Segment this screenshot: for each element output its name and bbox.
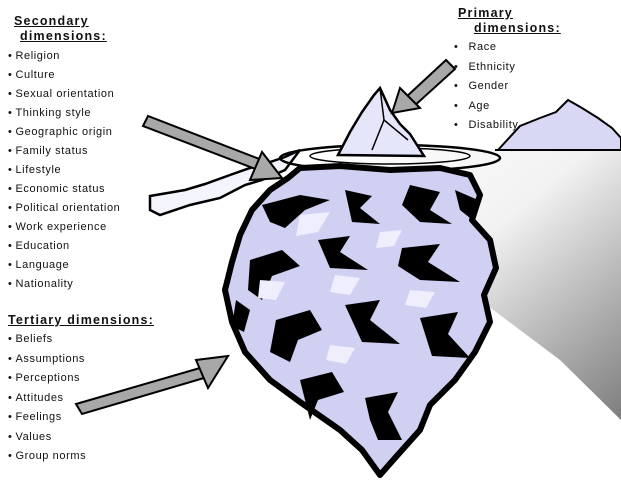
- list-item: Age: [454, 97, 561, 117]
- tertiary-dimensions-list: Beliefs Assumptions Perceptions Attitude…: [8, 330, 154, 467]
- list-item: Work experience: [8, 218, 120, 237]
- list-item: Values: [8, 428, 154, 448]
- secondary-heading-line2: dimensions:: [20, 29, 120, 44]
- list-item: Nationality: [8, 275, 120, 294]
- primary-dimensions-list: Race Ethnicity Gender Age Disability: [454, 38, 561, 136]
- list-item: Political orientation: [8, 199, 120, 218]
- list-item: Disability: [454, 116, 561, 136]
- primary-dimensions-group: Primary dimensions: Race Ethnicity Gende…: [454, 6, 561, 136]
- list-item: Religion: [8, 47, 120, 66]
- tertiary-dimensions-group: Tertiary dimensions: Beliefs Assumptions…: [8, 313, 154, 467]
- arrow-secondary: [143, 116, 282, 180]
- list-item: Race: [454, 38, 561, 58]
- arrow-primary: [392, 60, 455, 113]
- primary-heading-line2: dimensions:: [474, 21, 561, 36]
- secondary-heading-line1: Secondary: [14, 14, 120, 29]
- secondary-dimensions-list: Religion Culture Sexual orientation Thin…: [8, 47, 120, 294]
- list-item: Perceptions: [8, 369, 154, 389]
- list-item: Education: [8, 237, 120, 256]
- list-item: Thinking style: [8, 104, 120, 123]
- tertiary-heading: Tertiary dimensions:: [8, 313, 154, 328]
- list-item: Culture: [8, 66, 120, 85]
- list-item: Family status: [8, 142, 120, 161]
- list-item: Lifestyle: [8, 161, 120, 180]
- primary-heading-line1: Primary: [458, 6, 561, 21]
- list-item: Group norms: [8, 447, 154, 467]
- list-item: Language: [8, 256, 120, 275]
- list-item: Ethnicity: [454, 58, 561, 78]
- list-item: Attitudes: [8, 389, 154, 409]
- list-item: Gender: [454, 77, 561, 97]
- list-item: Sexual orientation: [8, 85, 120, 104]
- list-item: Feelings: [8, 408, 154, 428]
- list-item: Geographic origin: [8, 123, 120, 142]
- list-item: Beliefs: [8, 330, 154, 350]
- list-item: Assumptions: [8, 350, 154, 370]
- list-item: Economic status: [8, 180, 120, 199]
- secondary-dimensions-group: Secondary dimensions: Religion Culture S…: [8, 14, 120, 294]
